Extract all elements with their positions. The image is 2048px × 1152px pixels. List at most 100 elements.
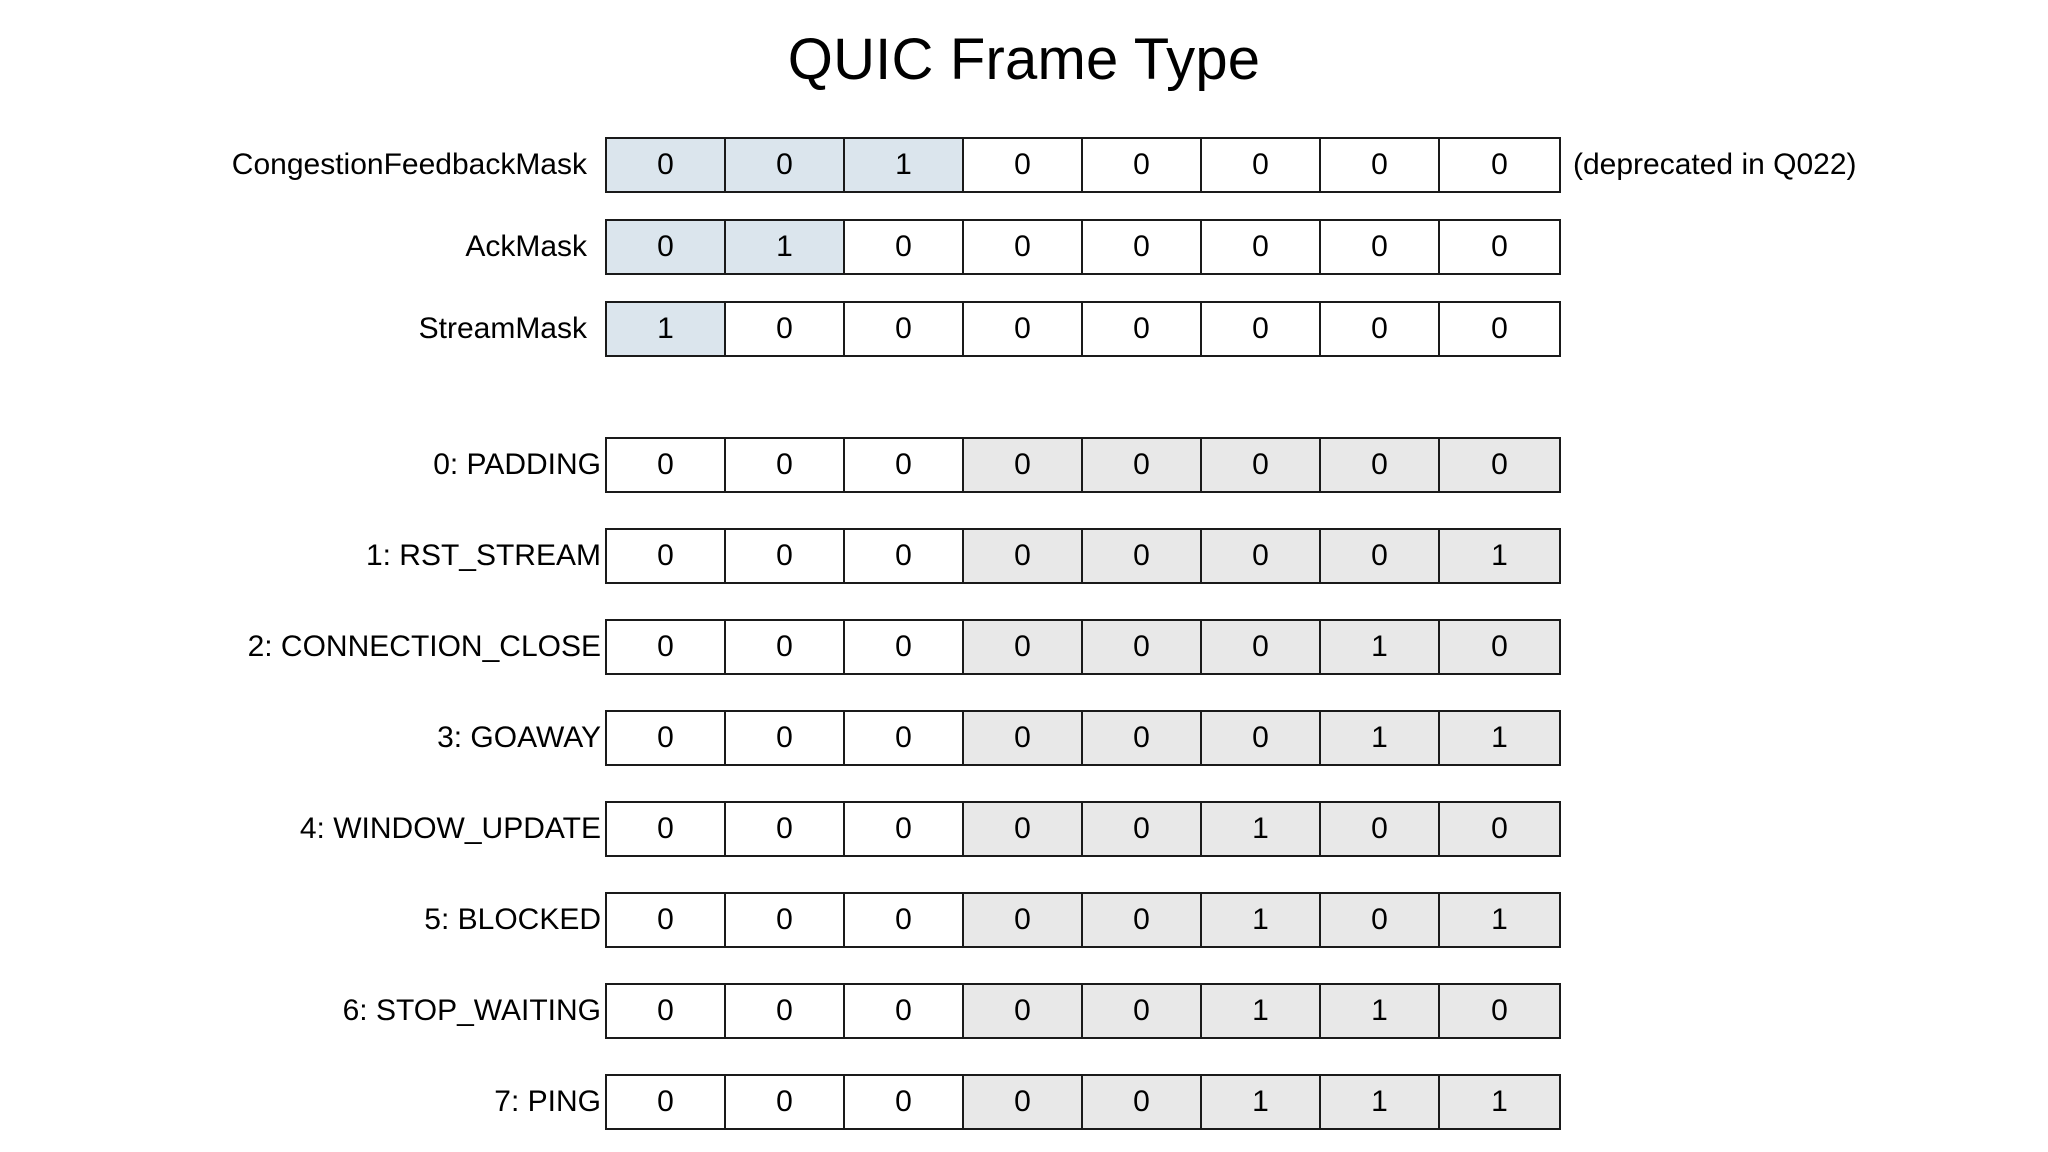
frame-type-label-wrap: 3: GOAWAY bbox=[125, 723, 605, 753]
bit-cell: 0 bbox=[845, 621, 964, 673]
bit-cell: 0 bbox=[607, 439, 726, 491]
bit-cell: 1 bbox=[1202, 803, 1321, 855]
bit-cell: 0 bbox=[1321, 894, 1440, 946]
bit-cell: 1 bbox=[1440, 530, 1559, 582]
mask-row-label: AckMask bbox=[465, 230, 587, 263]
bit-cell: 0 bbox=[1440, 221, 1559, 273]
bit-cell: 0 bbox=[964, 530, 1083, 582]
frame-type-label-wrap: 6: STOP_WAITING bbox=[125, 996, 605, 1026]
bit-cell: 0 bbox=[1202, 139, 1321, 191]
frame-type-label-wrap: 4: WINDOW_UPDATE bbox=[125, 814, 605, 844]
bit-cell: 0 bbox=[845, 803, 964, 855]
bit-cell: 0 bbox=[1202, 221, 1321, 273]
bit-cell: 1 bbox=[726, 221, 845, 273]
bit-cell: 0 bbox=[845, 894, 964, 946]
bit-cell: 0 bbox=[1083, 621, 1202, 673]
bit-cell: 0 bbox=[1083, 985, 1202, 1037]
bit-cell: 1 bbox=[1202, 985, 1321, 1037]
bit-cell: 0 bbox=[1202, 712, 1321, 764]
bit-cell: 1 bbox=[1321, 985, 1440, 1037]
bit-cell: 0 bbox=[726, 894, 845, 946]
bit-cell: 0 bbox=[964, 803, 1083, 855]
bit-cell: 0 bbox=[964, 439, 1083, 491]
bit-cell: 0 bbox=[1202, 439, 1321, 491]
bit-cell: 0 bbox=[726, 985, 845, 1037]
bit-cell: 0 bbox=[1321, 439, 1440, 491]
bit-cell: 0 bbox=[1083, 712, 1202, 764]
bit-cell: 0 bbox=[1321, 221, 1440, 273]
bit-cell: 1 bbox=[1321, 621, 1440, 673]
bit-cell: 0 bbox=[1083, 894, 1202, 946]
bit-cell: 1 bbox=[1202, 1076, 1321, 1128]
bit-cell: 0 bbox=[964, 985, 1083, 1037]
bit-cell: 0 bbox=[964, 712, 1083, 764]
bit-cell: 0 bbox=[1440, 439, 1559, 491]
page-title: QUIC Frame Type bbox=[787, 27, 1261, 92]
bit-cell: 0 bbox=[845, 1076, 964, 1128]
bit-cell: 0 bbox=[726, 530, 845, 582]
bit-cell: 0 bbox=[1083, 1076, 1202, 1128]
bit-cell: 0 bbox=[607, 221, 726, 273]
bit-cell: 0 bbox=[726, 303, 845, 355]
bit-cell: 1 bbox=[1321, 1076, 1440, 1128]
bit-cell: 0 bbox=[1321, 803, 1440, 855]
mask-row-note: (deprecated in Q022) bbox=[1573, 148, 1857, 181]
bit-cell: 0 bbox=[1083, 803, 1202, 855]
frame-type-label: 2: CONNECTION_CLOSE bbox=[247, 630, 601, 663]
frame-type-label-wrap: 0: PADDING bbox=[125, 450, 605, 480]
bit-cell: 0 bbox=[1083, 139, 1202, 191]
bit-cell: 0 bbox=[607, 621, 726, 673]
bit-cell: 1 bbox=[845, 139, 964, 191]
bit-cell: 0 bbox=[726, 712, 845, 764]
bit-cell: 0 bbox=[607, 712, 726, 764]
bit-cell: 0 bbox=[964, 303, 1083, 355]
frame-type-label: 4: WINDOW_UPDATE bbox=[299, 812, 601, 845]
frame-type-label-wrap: 2: CONNECTION_CLOSE bbox=[125, 632, 605, 662]
bit-cell: 0 bbox=[1083, 303, 1202, 355]
bit-cell: 0 bbox=[1202, 621, 1321, 673]
bit-cell: 0 bbox=[964, 221, 1083, 273]
bit-cell: 0 bbox=[845, 439, 964, 491]
bit-cell: 0 bbox=[607, 803, 726, 855]
bit-cell: 0 bbox=[607, 530, 726, 582]
bit-cell: 0 bbox=[1202, 530, 1321, 582]
bit-cell: 0 bbox=[964, 621, 1083, 673]
bit-cell: 0 bbox=[1202, 303, 1321, 355]
bit-cell: 0 bbox=[726, 621, 845, 673]
bit-cell: 0 bbox=[845, 303, 964, 355]
bit-cell: 0 bbox=[1083, 221, 1202, 273]
frame-type-label: 5: BLOCKED bbox=[424, 903, 601, 936]
frame-type-label: 6: STOP_WAITING bbox=[342, 994, 601, 1027]
bit-cell: 0 bbox=[964, 139, 1083, 191]
bit-cell: 0 bbox=[845, 530, 964, 582]
bit-cell: 0 bbox=[1440, 803, 1559, 855]
bit-cell: 1 bbox=[1321, 712, 1440, 764]
mask-row-label: StreamMask bbox=[418, 312, 587, 345]
bit-cell: 1 bbox=[1440, 712, 1559, 764]
bit-cell: 0 bbox=[726, 803, 845, 855]
bit-cell: 0 bbox=[607, 1076, 726, 1128]
bit-cell: 0 bbox=[1440, 139, 1559, 191]
bit-cell: 0 bbox=[1321, 530, 1440, 582]
bit-cell: 0 bbox=[845, 221, 964, 273]
bit-cell: 1 bbox=[1440, 894, 1559, 946]
bit-cell: 0 bbox=[845, 712, 964, 764]
bit-cell: 1 bbox=[1202, 894, 1321, 946]
bit-cell: 0 bbox=[1440, 621, 1559, 673]
